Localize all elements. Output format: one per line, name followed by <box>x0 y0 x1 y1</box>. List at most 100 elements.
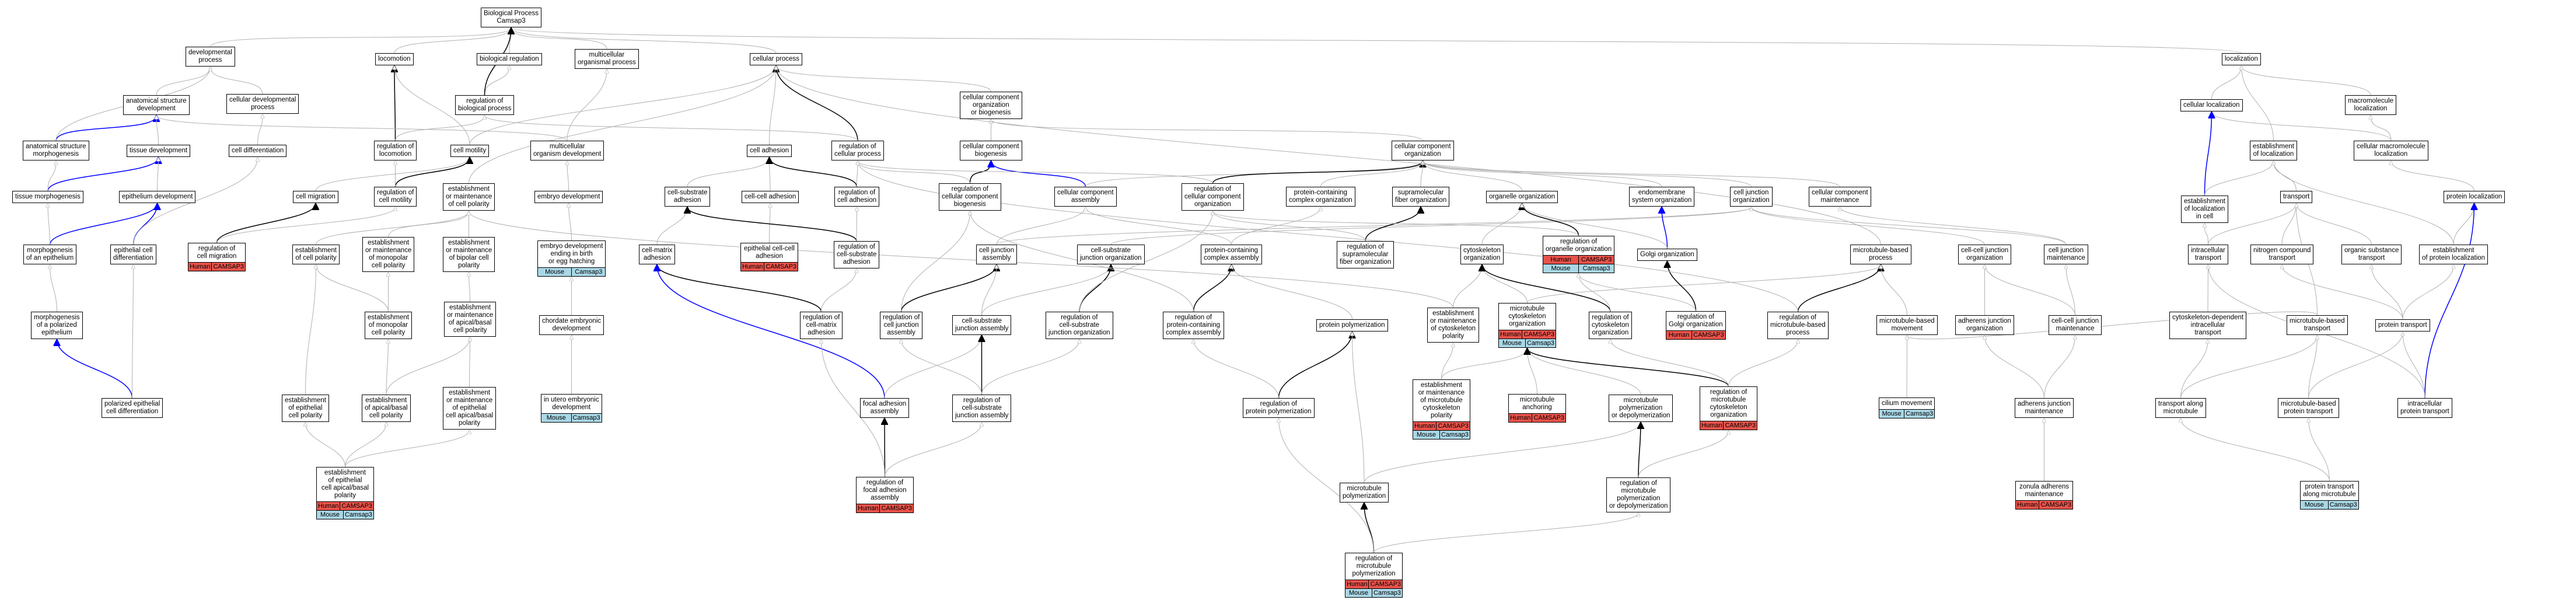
go-term-cell-substrate-junction-organization: cell-substrate junction organization <box>1077 245 1145 264</box>
go-term-label: protein-containing complex organization <box>1289 189 1352 204</box>
is-a-edge <box>2391 161 2474 191</box>
gene-symbol: CAMSAP3 <box>879 504 914 512</box>
part-of-edge <box>657 265 885 399</box>
gene-symbol: CAMSAP3 <box>1368 580 1403 588</box>
is-a-edge <box>1907 311 2318 340</box>
go-term-label: establishment or maintenance of microtub… <box>1418 382 1465 419</box>
go-term-label: focal adhesion assembly <box>863 400 907 415</box>
go-term-regulation-of-microtubule-based-process: regulation of microtubule-based process <box>1767 312 1829 339</box>
is-a-edge <box>857 161 858 187</box>
go-term-label: multicellular organism development <box>533 143 602 158</box>
go-term-label: establishment of cell polarity <box>295 247 337 261</box>
is-a-edge <box>394 28 511 54</box>
go-term-est-maint-epithelial-apical-basal-polarity: establishment of epithelial cell apical/… <box>316 467 375 519</box>
go-term-microtubule-based-protein-transport: microtubule-based protein transport <box>2278 398 2339 418</box>
go-term-label: establishment or maintenance of cytoskel… <box>1430 310 1477 340</box>
go-term-label: cytoskeleton organization <box>1463 247 1501 261</box>
species-name: Human <box>741 263 764 271</box>
go-term-cell-junction-assembly: cell junction assembly <box>976 245 1018 264</box>
go-term-localization: localization <box>2222 53 2261 65</box>
go-term-label: anatomical structure development <box>126 97 187 112</box>
species-name: Mouse <box>2301 501 2328 509</box>
go-term-transport: transport <box>2280 191 2313 203</box>
is-a-edge <box>1441 348 1528 380</box>
go-term-label: microtubule-based process <box>1853 247 1909 261</box>
part-of-edge <box>49 204 158 245</box>
go-term-tissue-development: tissue development <box>127 145 191 157</box>
go-term-label: regulation of cell-matrix adhesion <box>803 314 840 336</box>
go-term-label: regulation of Golgi organization <box>1669 313 1723 328</box>
is-a-edge <box>858 161 1213 184</box>
go-term-regulation-of-ccb: regulation of cellular component biogene… <box>939 183 1001 211</box>
part-of-edge <box>991 161 1086 187</box>
is-a-edge <box>776 66 991 92</box>
gene-symbol: Camsap3 <box>1525 339 1556 347</box>
is-a-edge <box>2208 204 2297 245</box>
go-term-morphogenesis-of-polarized-epithelium: morphogenesis of a polarized epithelium <box>31 312 83 339</box>
go-term-label: cell-substrate adhesion <box>667 189 708 204</box>
is-a-edge <box>1373 513 1639 553</box>
go-term-bp[interactable]: Biological Process Camsap3 <box>481 8 541 27</box>
regulates-edge <box>1364 503 1375 553</box>
go-term-est-maint-cytoskeleton-polarity: establishment or maintenance of cytoskel… <box>1427 308 1480 343</box>
is-a-edge <box>1079 211 1213 312</box>
is-a-edge <box>211 67 263 95</box>
go-term-label: protein transport along microtubule <box>2303 483 2356 498</box>
go-term-label: cell-cell junction maintenance <box>2051 318 2099 332</box>
go-term-label: regulation of cell-substrate adhesion <box>837 243 877 266</box>
is-a-edge <box>345 423 387 468</box>
go-term-cell-cell-junction-maintenance: cell-cell junction maintenance <box>2049 315 2102 335</box>
is-a-edge <box>386 337 470 395</box>
go-term-adherens-junction-maintenance: adherens junction maintenance <box>2015 398 2074 418</box>
go-term-cytoskeleton-dependent-intracellular-transport: cytoskeleton-dependent intracellular tra… <box>2169 312 2247 339</box>
go-term-regulation-of-cytoskeleton-organization: regulation of cytoskeleton organization <box>1589 312 1632 339</box>
is-a-edge <box>2297 204 2372 245</box>
gene-symbol: CAMSAP3 <box>1532 414 1566 422</box>
is-a-edge <box>770 204 771 243</box>
go-term-label: regulation of cell migration <box>197 245 237 260</box>
is-a-edge <box>1423 161 1752 187</box>
go-term-cellular-component-organization: cellular component organization <box>1392 141 1454 161</box>
is-a-edge <box>132 265 134 399</box>
regulates-edge <box>969 161 991 184</box>
go-term-label: regulation of cell junction assembly <box>883 314 920 336</box>
go-term-est-maint-bipolar-cell-polarity: establishment or maintenance of bipolar … <box>443 237 495 272</box>
is-a-edge <box>2372 265 2403 320</box>
species-name: Mouse <box>538 268 572 276</box>
is-a-edge <box>996 207 1086 245</box>
regulates-edge <box>1668 261 1697 312</box>
go-term-label: epithelium development <box>122 193 193 200</box>
go-term-label: nitrogen compound transport <box>2253 247 2311 261</box>
go-term-microtubule-polymerization: microtubule polymerization <box>1340 483 1389 503</box>
go-term-cellular-process: cellular process <box>750 53 802 65</box>
go-term-cellular-component-biogenesis: cellular component biogenesis <box>960 141 1022 161</box>
go-term-label: cellular localization <box>2183 102 2240 109</box>
go-term-label: intracellular protein transport <box>2400 400 2449 415</box>
is-a-edge <box>1522 204 1668 249</box>
go-term-microtubule-polymerization-or-depolymerization: microtubule polymerization or depolymeri… <box>1609 395 1673 422</box>
go-term-label: cell differentiation <box>232 147 284 154</box>
go-term-label: cellular macromolecule localization <box>2357 143 2425 158</box>
go-term-label: organelle organization <box>1489 193 1556 200</box>
go-term-cellular-developmental-process: cellular developmental process <box>226 94 299 114</box>
go-term-label: regulation of microtubule cytoskeleton o… <box>1710 389 1747 418</box>
go-term-est-maint-microtubule-cytoskeleton-polarity: establishment or maintenance of microtub… <box>1413 379 1471 439</box>
gene-symbol: CAMSAP3 <box>1436 422 1470 430</box>
go-term-cell-substrate-adhesion: cell-substrate adhesion <box>665 187 711 207</box>
regulates-edge <box>1522 204 1579 236</box>
is-a-edge <box>1232 265 1352 320</box>
go-term-label: regulation of focal adhesion assembly <box>863 479 907 501</box>
go-term-est-maint-monopolar-cell-polarity: establishment or maintenance of monopola… <box>362 237 415 272</box>
